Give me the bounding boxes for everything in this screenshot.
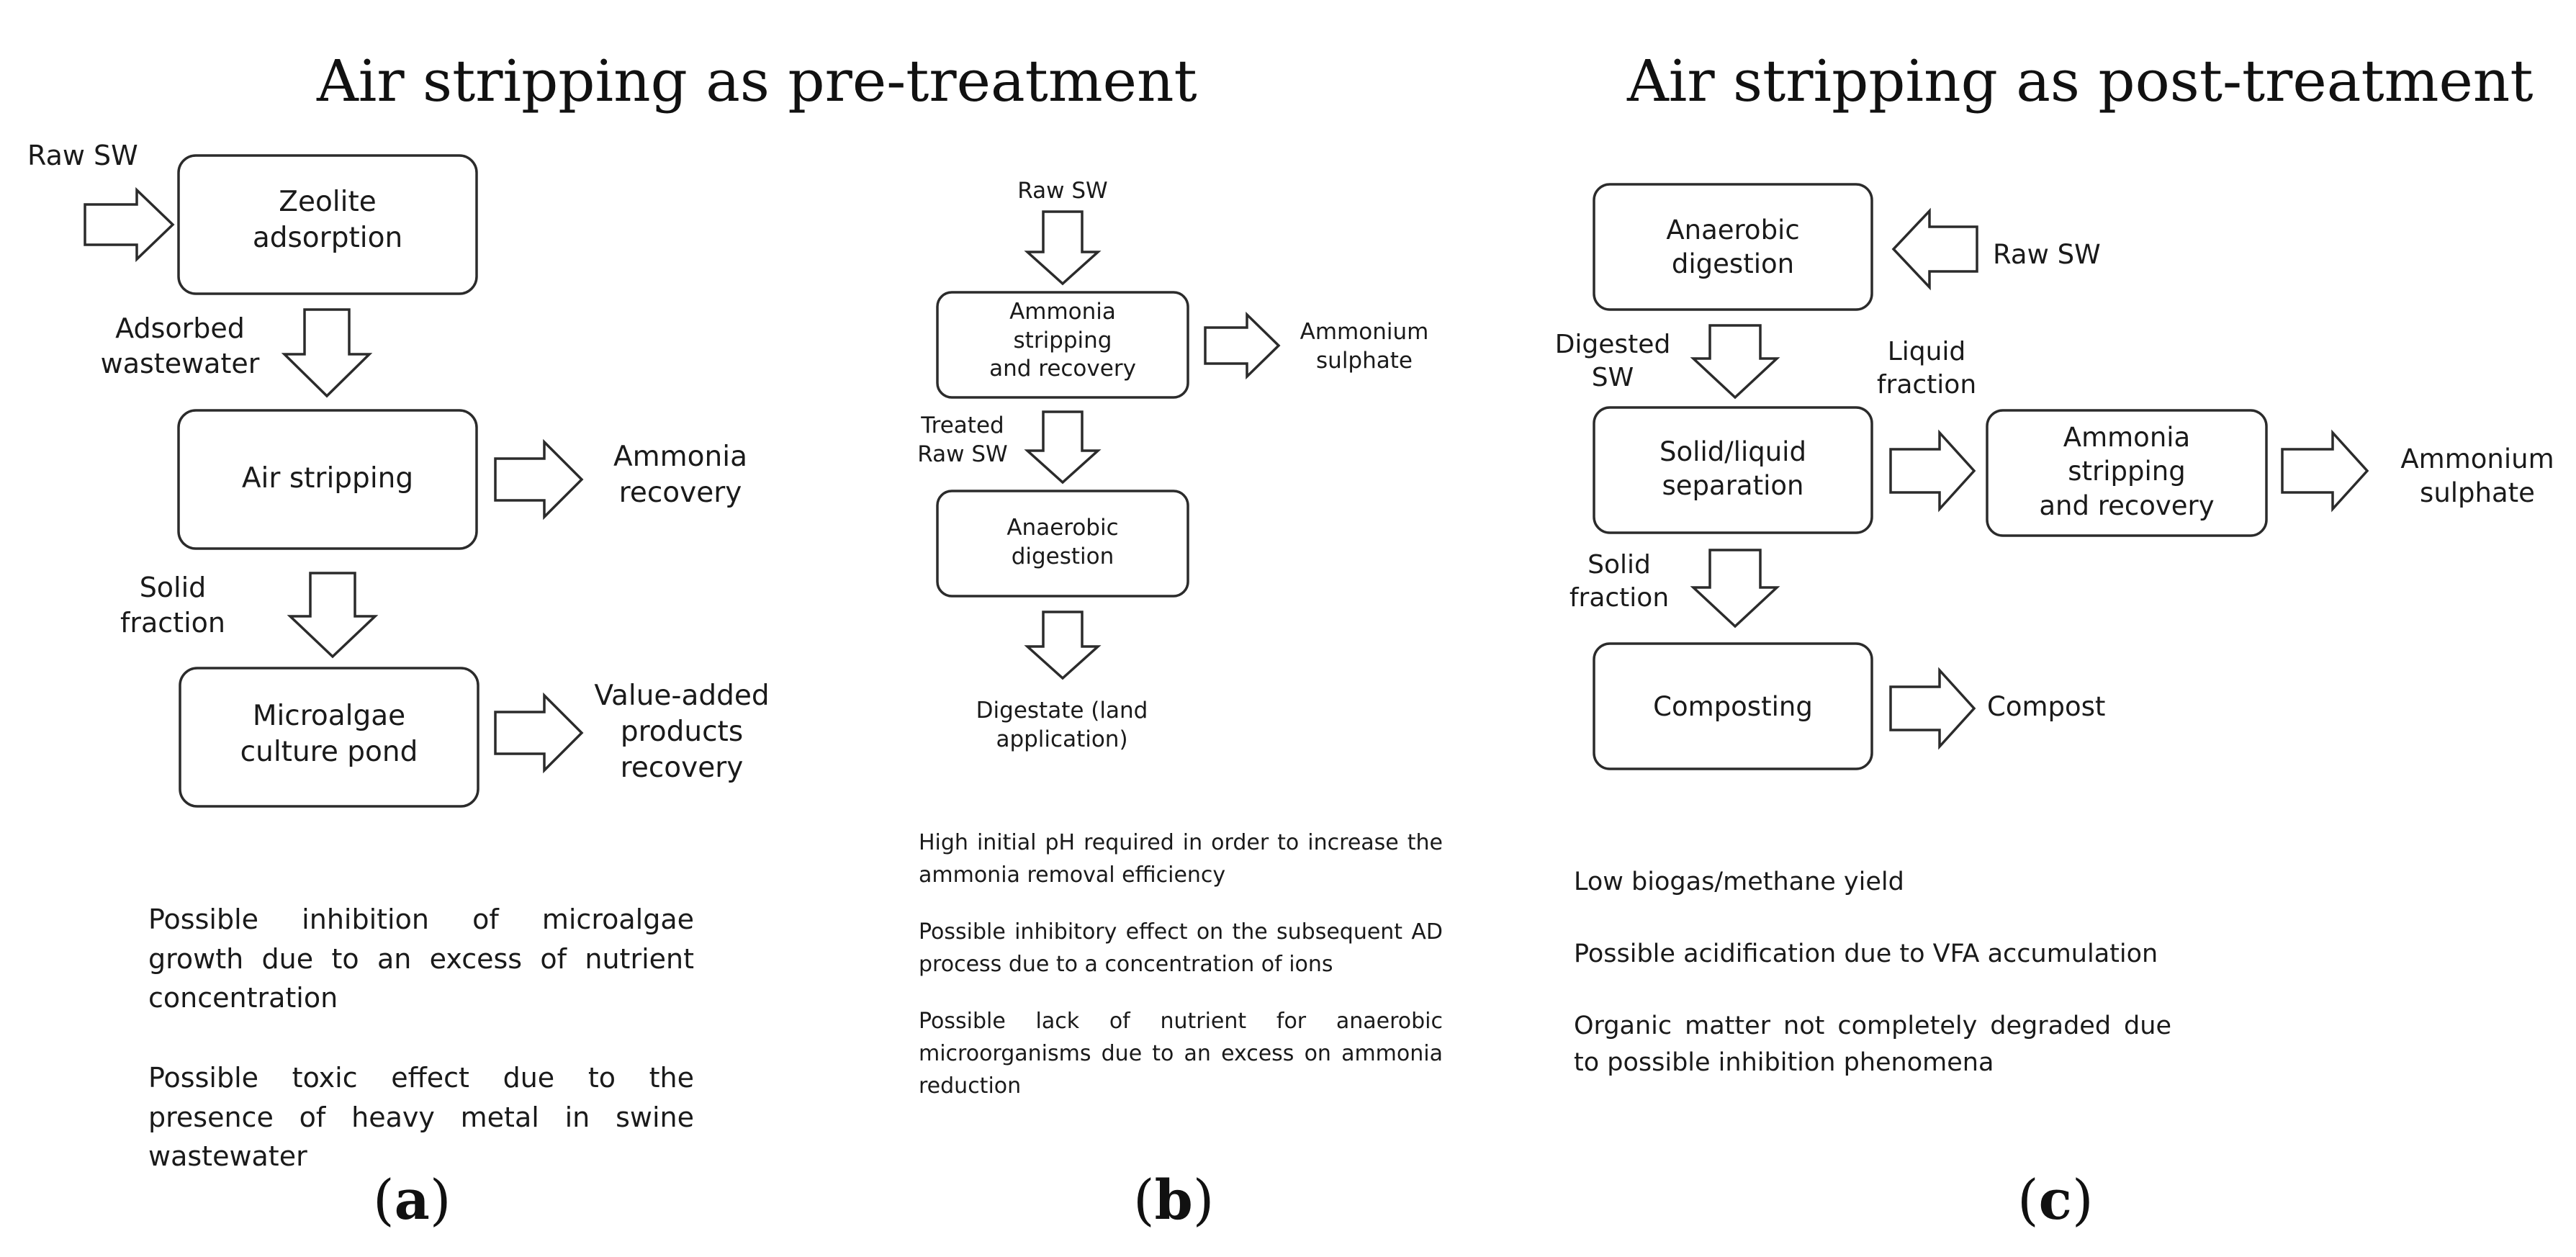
a-panel-letter-text: a	[394, 1168, 430, 1232]
arrow-a-raw-sw	[84, 186, 175, 263]
c-panel-letter: (c)	[2017, 1168, 2094, 1232]
c-note-1: Low biogas/methane yield	[1574, 868, 1904, 896]
c-note-3: Organic matter not completely degraded d…	[1574, 1012, 2171, 1077]
arrow-b-to-digestate	[1024, 611, 1102, 680]
c-panel-letter-text: c	[2038, 1168, 2072, 1232]
title-pre-treatment: Air stripping as pre-treatment	[317, 48, 1197, 114]
a-solid-fraction-label: Solid fraction	[120, 572, 225, 639]
b-note-3: Possible lack of nutrient for anaerobic …	[919, 1009, 1443, 1099]
b-note-2: Possible inhibitory effect on the subseq…	[919, 919, 1443, 977]
b-panel-letter-text: b	[1154, 1168, 1193, 1232]
c-compost-label: Compost	[1987, 691, 2106, 722]
arrow-a-to-air-stripping	[281, 308, 373, 398]
c-digested-sw-label: Digested SW	[1554, 330, 1671, 393]
a-panel-letter: (a)	[373, 1168, 451, 1232]
arrow-b-raw-sw	[1024, 210, 1102, 286]
arrow-c-to-ammonia-stripping	[1889, 429, 1976, 513]
b-digestate-label: Digestate (land application)	[976, 698, 1148, 752]
arrow-c-to-compost	[1889, 667, 1976, 750]
a-box-microalgae-label: Microalgae culture pond	[240, 700, 418, 768]
c-raw-sw-label: Raw SW	[1993, 239, 2101, 270]
b-panel-letter: (b)	[1133, 1168, 1215, 1232]
arrow-c-raw-sw	[1891, 207, 1978, 291]
b-treated-raw-sw-label: Treated Raw SW	[917, 413, 1008, 467]
a-raw-sw-label: Raw SW	[27, 140, 138, 171]
c-note-2: Possible acidification due to VFA accumu…	[1574, 940, 2158, 968]
box-b-ammonia-stripping	[936, 291, 1189, 399]
arrow-b-to-anaerobic	[1024, 410, 1102, 485]
arrow-a-to-ammonia-recovery	[494, 438, 584, 521]
arrow-c-to-composting	[1690, 549, 1780, 628]
c-liquid-fraction-label: Liquid fraction	[1876, 337, 1977, 400]
a-note-1: Possible inhibition of microalgae growth…	[148, 904, 694, 1014]
box-air-stripping	[177, 409, 478, 550]
b-box-anaerobic-label: Anaerobic digestion	[1006, 515, 1119, 569]
arrow-a-to-microalgae	[287, 572, 379, 659]
a-adsorbed-wastewater-label: Adsorbed wastewater	[100, 312, 260, 379]
box-c-ammonia-stripping	[1986, 409, 2268, 537]
arrow-c-to-separation	[1690, 324, 1780, 400]
box-microalgae-pond	[179, 667, 479, 808]
c-box-ammonia-stripping-label: Ammonia stripping and recovery	[2039, 422, 2215, 521]
c-box-anaerobic-label: Anaerobic digestion	[1666, 215, 1800, 280]
b-ammonium-sulphate-label: Ammonium sulphate	[1300, 319, 1429, 374]
a-box-zeolite-label: Zeolite adsorption	[252, 186, 403, 254]
arrow-b-to-ammonium-sulphate	[1204, 311, 1281, 380]
arrow-c-to-ammonium-sulphate	[2281, 429, 2369, 513]
box-c-anaerobic-digestion	[1593, 183, 1873, 311]
box-b-anaerobic-digestion	[936, 490, 1189, 598]
b-box-ammonia-stripping-label: Ammonia stripping and recovery	[989, 299, 1136, 382]
title-post-treatment: Air stripping as post-treatment	[1627, 48, 2534, 114]
a-ammonia-recovery-label: Ammonia recovery	[613, 441, 747, 509]
arrow-a-to-value-added	[494, 692, 584, 774]
box-c-composting	[1593, 642, 1873, 770]
c-box-separation-label: Solid/liquid separation	[1659, 436, 1806, 502]
a-note-2: Possible toxic effect due to the presenc…	[148, 1062, 694, 1173]
box-c-solid-liquid-separation	[1593, 406, 1873, 534]
b-raw-sw-label: Raw SW	[1017, 178, 1108, 204]
b-note-1: High initial pH required in order to inc…	[919, 830, 1443, 888]
a-value-added-label: Value-added products recovery	[594, 680, 770, 784]
c-solid-fraction-label: Solid fraction	[1569, 550, 1670, 613]
box-zeolite-adsorption	[177, 154, 478, 295]
c-ammonium-sulphate-label: Ammonium sulphate	[2400, 443, 2554, 509]
c-box-composting-label: Composting	[1653, 691, 1813, 722]
a-box-air-stripping-label: Air stripping	[241, 462, 414, 495]
